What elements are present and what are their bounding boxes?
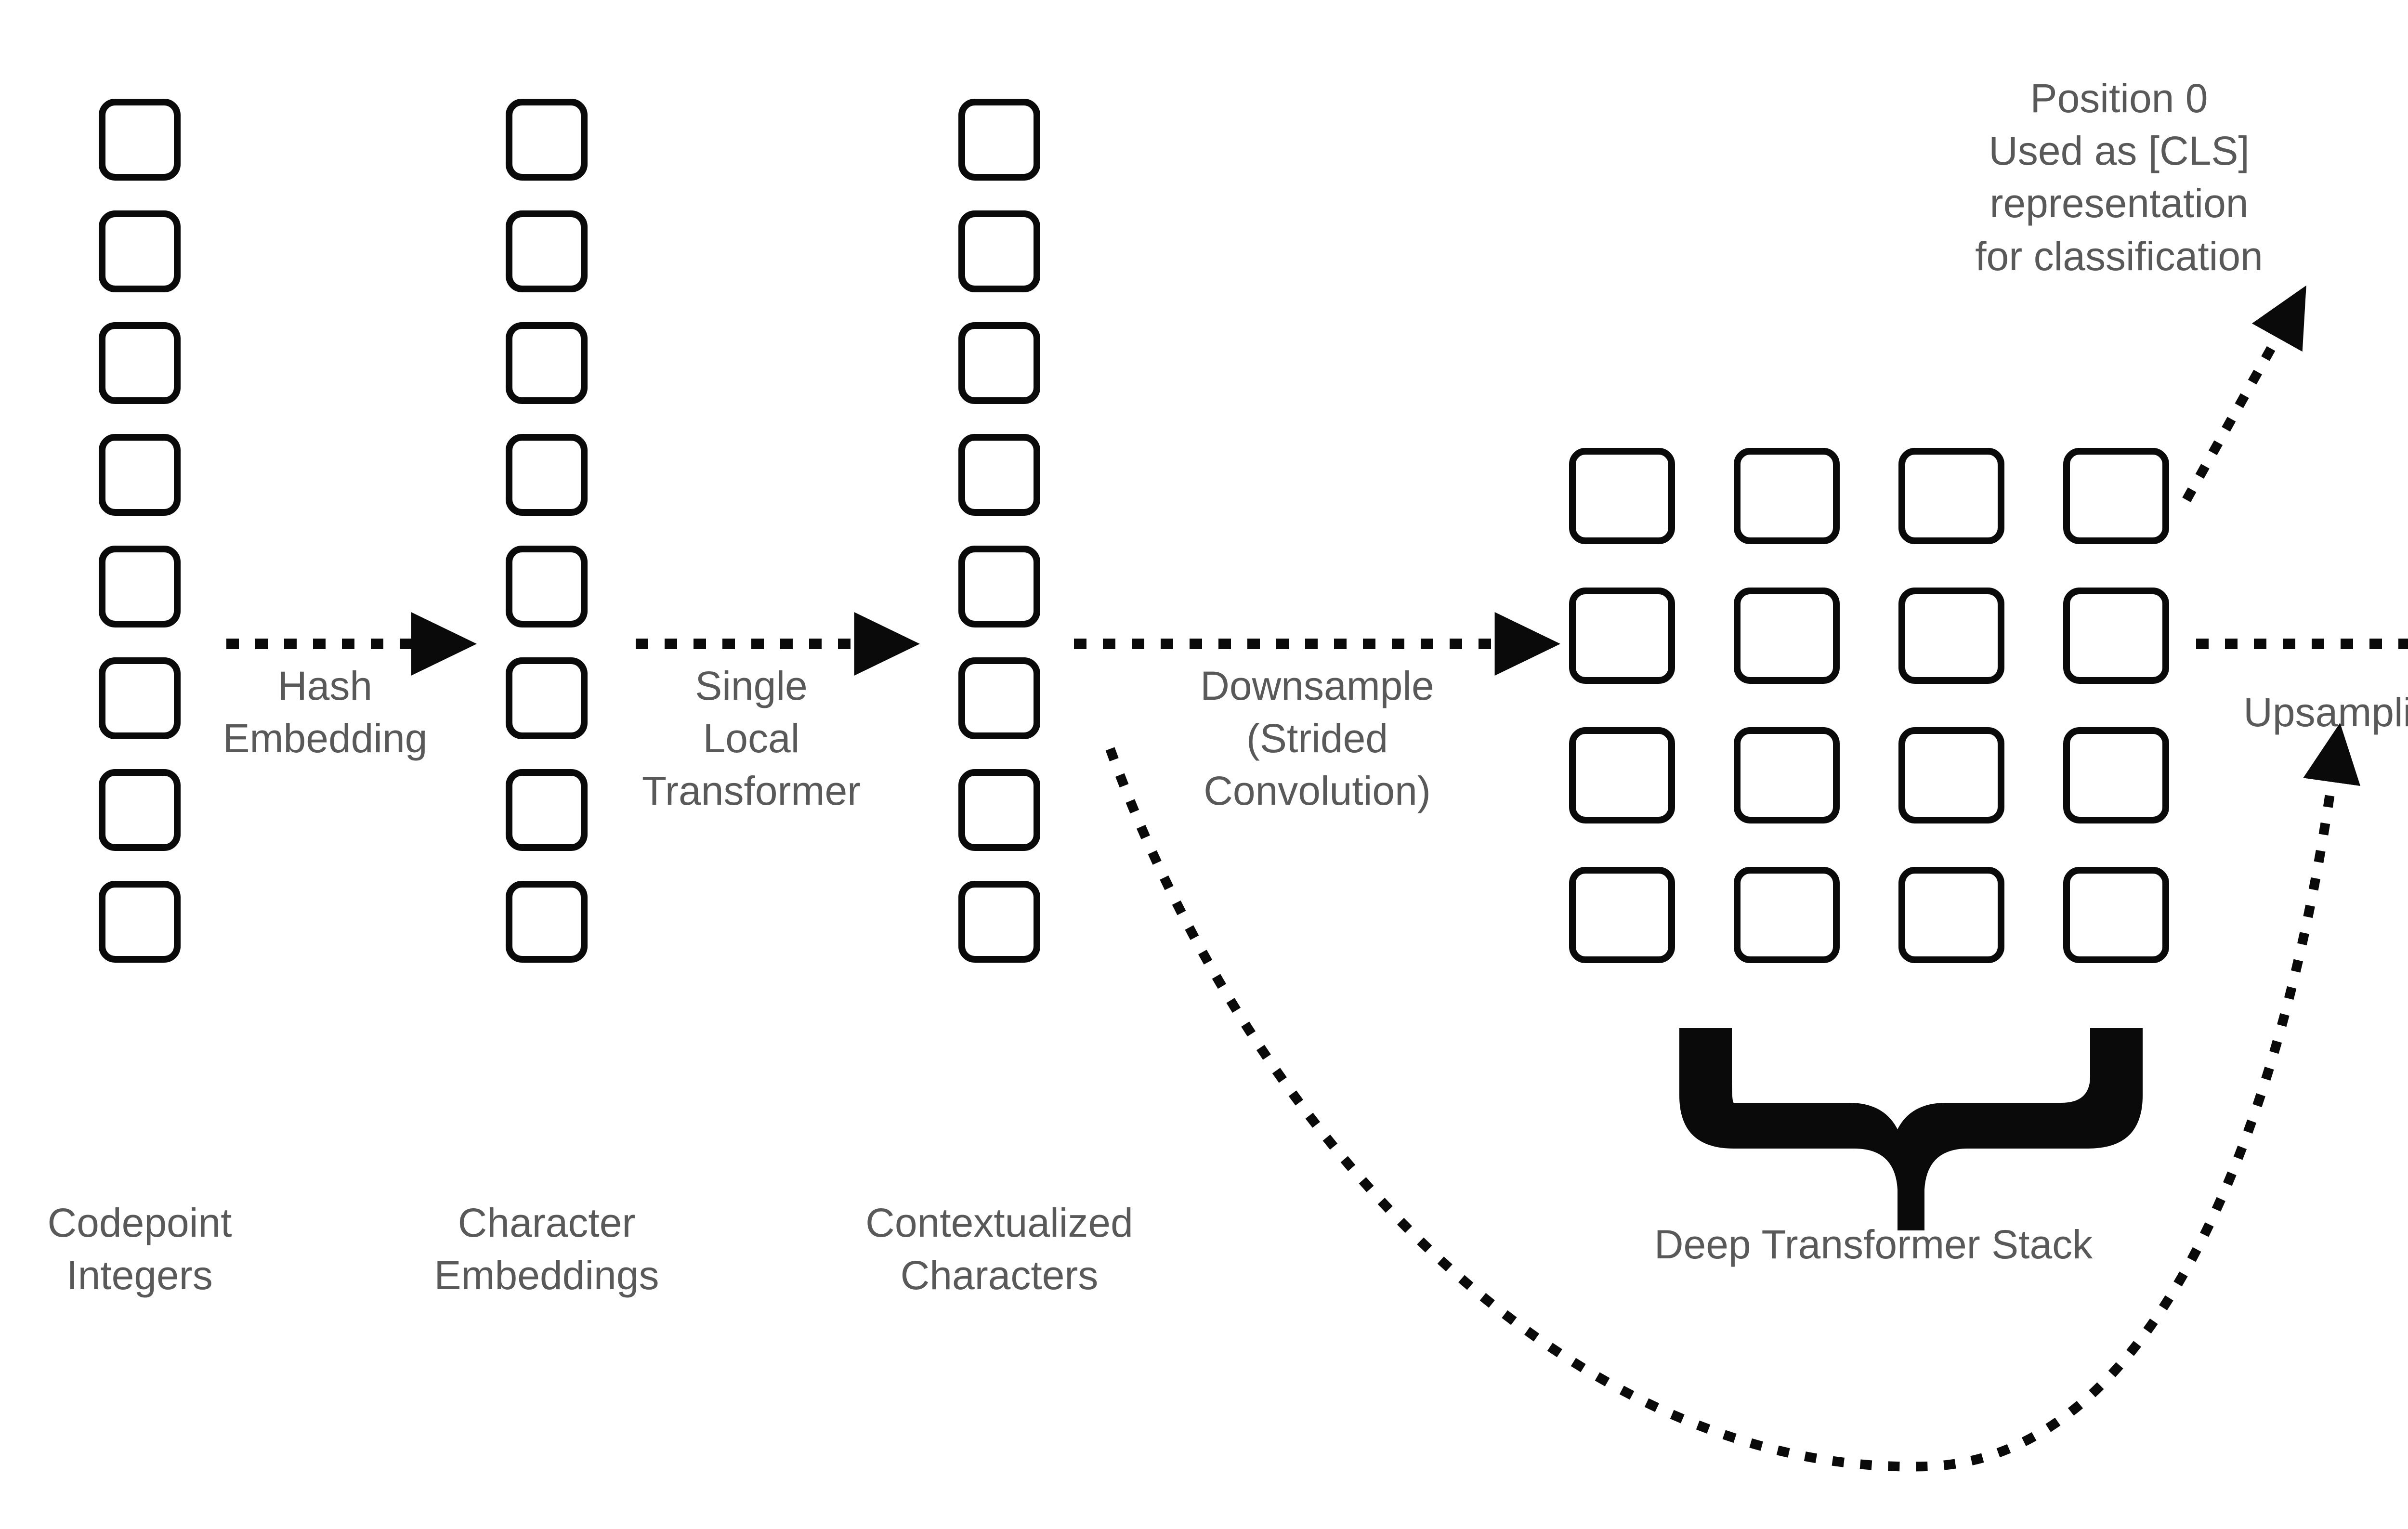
- cell-box: [2063, 727, 2169, 823]
- cell-box: [958, 769, 1040, 851]
- cell-box: [506, 99, 588, 181]
- cell-box: [2063, 588, 2169, 684]
- cell-box: [958, 434, 1040, 516]
- cell-box: [1898, 727, 2004, 823]
- cell-box: [1569, 448, 1675, 544]
- cell-box: [1734, 588, 1840, 684]
- arrow-label-upsampling: Upsampling: [2243, 690, 2408, 735]
- cell-box: [99, 769, 181, 851]
- stage-label-deep-transformer-stack: Deep Transformer Stack: [1654, 1222, 2093, 1267]
- annotation-cls-note: Position 0 Used as [CLS] representation …: [1975, 76, 2263, 279]
- cell-box: [958, 99, 1040, 181]
- cell-box: [958, 210, 1040, 292]
- stage-column-contextualized-characters: [958, 99, 1040, 963]
- cell-box: [2063, 448, 2169, 544]
- arrow-cls-pointer: [2182, 285, 2306, 502]
- cell-box: [958, 546, 1040, 627]
- cell-box: [958, 322, 1040, 404]
- cell-box: [1734, 448, 1840, 544]
- arrow-label-single-local-transformer: Single Local Transformer: [641, 663, 861, 814]
- cell-box: [506, 657, 588, 739]
- cell-box: [506, 434, 588, 516]
- cell-box: [1898, 588, 2004, 684]
- stage-label-char-embeddings: Character Embeddings: [434, 1200, 659, 1298]
- arrow-label-downsample: Downsample (Strided Convolution): [1200, 663, 1434, 814]
- cell-box: [1569, 727, 1675, 823]
- stage-label-codepoints: Codepoint Integers: [47, 1200, 232, 1298]
- cell-box: [506, 322, 588, 404]
- curly-brace-down-icon: [1679, 1028, 2143, 1230]
- cell-box: [99, 434, 181, 516]
- cell-box: [99, 99, 181, 181]
- cell-box: [1898, 448, 2004, 544]
- cell-box: [958, 881, 1040, 963]
- stage-column-char-embeddings: [506, 99, 588, 963]
- cell-box: [99, 322, 181, 404]
- cell-box: [1734, 867, 1840, 963]
- cell-box: [99, 546, 181, 627]
- cell-box: [1569, 588, 1675, 684]
- cell-box: [506, 210, 588, 292]
- cell-box: [1734, 727, 1840, 823]
- cell-box: [506, 881, 588, 963]
- cell-box: [1898, 867, 2004, 963]
- cell-box: [506, 769, 588, 851]
- cell-box: [2063, 867, 2169, 963]
- cell-box: [99, 657, 181, 739]
- stage-column-codepoints: [99, 99, 181, 963]
- cell-box: [99, 210, 181, 292]
- cell-box: [1569, 867, 1675, 963]
- cell-box: [506, 546, 588, 627]
- cell-box: [958, 657, 1040, 739]
- cell-box: [99, 881, 181, 963]
- stage-grid-deep-transformer-stack: [1569, 448, 2169, 963]
- stage-label-contextualized-characters: Contextualized Characters: [865, 1200, 1133, 1298]
- arrow-label-hash-embedding: Hash Embedding: [222, 663, 428, 761]
